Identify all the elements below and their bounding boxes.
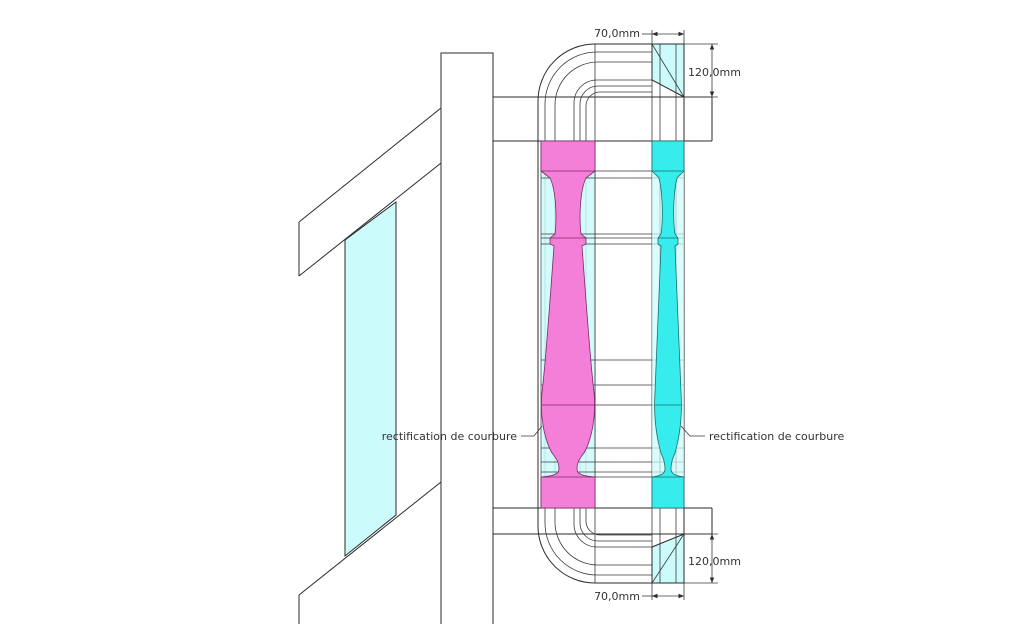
dimension-top-height: 120,0mm (684, 43, 741, 98)
dimension-bottom-width: 70,0mm (594, 583, 685, 603)
dim-top-width-label: 70,0mm (594, 27, 640, 40)
dimension-bottom-height: 120,0mm (684, 533, 741, 584)
annotation-right: rectification de courbure (680, 425, 845, 443)
bottom-rail (493, 507, 713, 535)
dim-bottom-width-label: 70,0mm (594, 590, 640, 603)
top-rail (493, 96, 713, 142)
dim-bottom-height-label: 120,0mm (688, 555, 741, 568)
magenta-baluster (540, 140, 596, 509)
dim-top-height-label: 120,0mm (688, 66, 741, 79)
dimension-top-width: 70,0mm (594, 27, 685, 44)
annotation-left: rectification de courbure (382, 425, 543, 443)
newel-post (440, 52, 494, 624)
annotation-left-label: rectification de courbure (382, 430, 518, 443)
annotation-right-label: rectification de courbure (709, 430, 845, 443)
stair-stringer (298, 107, 442, 624)
stringer-glass-panel (344, 201, 397, 558)
cyan-baluster (651, 140, 685, 509)
